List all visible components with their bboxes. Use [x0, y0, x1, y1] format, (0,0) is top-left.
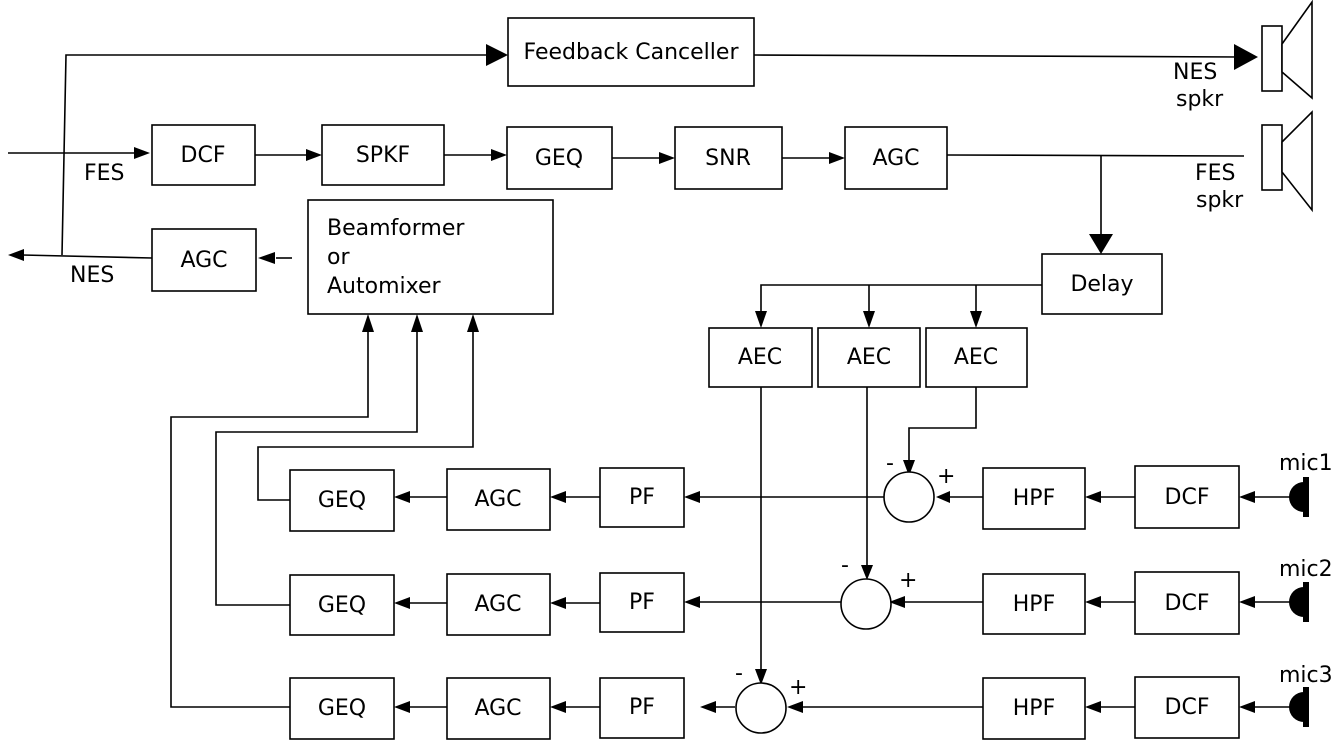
signal-wires: [8, 54, 1292, 708]
beamformer-label-line1: Beamformer: [327, 216, 465, 241]
far-end-geq-block: GEQ: [506, 126, 613, 190]
svg-text:Delay: Delay: [1070, 272, 1133, 297]
mic2-microphone-icon: [1289, 582, 1309, 622]
mic2-geq-label: GEQ: [318, 593, 366, 618]
beamformer-label-line2: or: [327, 245, 350, 270]
aec-block-1: AEC: [708, 327, 813, 388]
svg-text:AGC: AGC: [872, 146, 919, 171]
mic3-summer: [735, 682, 787, 734]
mic3-chain: GEQ AGC PF - + HPF DCF mic3: [289, 661, 1333, 740]
mic1-hpf-label: HPF: [1013, 486, 1055, 511]
fes-input-label: FES: [84, 161, 125, 186]
mic2-label: mic2: [1279, 557, 1333, 582]
far-end-agc-block: AGC: [844, 126, 948, 190]
mic1-label: mic1: [1279, 451, 1333, 476]
mic1-agc-label: AGC: [474, 487, 521, 512]
mic3-microphone-icon: [1289, 687, 1309, 727]
mic1-pf-label: PF: [629, 485, 655, 510]
mic3-hpf-label: HPF: [1013, 696, 1055, 721]
fes-speaker-label-line2: spkr: [1196, 188, 1244, 213]
aec-block-2: AEC: [817, 327, 921, 388]
svg-text:SPKF: SPKF: [356, 143, 410, 168]
nes-agc-block: AGC: [151, 228, 257, 292]
feedback-canceller-block: Feedback Canceller: [507, 17, 755, 87]
mic2-plus-sign: +: [899, 568, 917, 593]
mic3-agc-label: AGC: [474, 696, 521, 721]
mic1-geq-label: GEQ: [318, 488, 366, 513]
mic2-chain: GEQ AGC PF - + HPF DCF mic2: [289, 553, 1333, 636]
mic1-plus-sign: +: [937, 464, 955, 489]
beamformer-block: Beamformer or Automixer: [307, 199, 554, 315]
mic2-summer: [840, 578, 892, 630]
svg-text:AEC: AEC: [847, 345, 891, 370]
svg-text:AEC: AEC: [738, 345, 782, 370]
aec-block-3: AEC: [925, 327, 1028, 388]
far-end-dcf-block: DCF: [151, 124, 256, 186]
mic1-microphone-icon: [1289, 477, 1309, 517]
mic2-agc-label: AGC: [474, 592, 521, 617]
nes-speaker-label-line1: NES: [1173, 60, 1217, 85]
mic1-dcf-label: DCF: [1165, 485, 1210, 510]
fes-speaker-label-line1: FES: [1195, 161, 1236, 186]
mic2-pf-label: PF: [629, 590, 655, 615]
mic3-dcf-label: DCF: [1165, 695, 1210, 720]
mic3-geq-label: GEQ: [318, 696, 366, 721]
beamformer-label-line3: Automixer: [327, 274, 442, 299]
nes-speaker-label-line2: spkr: [1176, 87, 1224, 112]
mic2-minus-sign: -: [841, 553, 849, 578]
mic3-label: mic3: [1279, 663, 1333, 688]
arrowheads: [8, 44, 1258, 713]
nes-speaker-icon: [1261, 0, 1313, 100]
nes-output-label: NES: [70, 263, 114, 288]
mic3-plus-sign: +: [789, 675, 807, 700]
snr-block: SNR: [674, 126, 783, 190]
mic2-hpf-label: HPF: [1013, 592, 1055, 617]
svg-text:SNR: SNR: [705, 146, 751, 171]
mic1-chain: GEQ AGC PF - + HPF DCF mic1: [289, 451, 1333, 532]
svg-text:GEQ: GEQ: [535, 146, 583, 171]
mic1-summer: [883, 471, 935, 523]
spkf-block: SPKF: [321, 124, 445, 186]
mic1-minus-sign: -: [886, 451, 894, 476]
mic3-pf-label: PF: [629, 695, 655, 720]
svg-text:DCF: DCF: [181, 143, 226, 168]
mic2-dcf-label: DCF: [1165, 591, 1210, 616]
delay-block: Delay: [1041, 253, 1163, 315]
feedback-canceller-label: Feedback Canceller: [524, 40, 740, 65]
mic3-minus-sign: -: [735, 661, 743, 686]
svg-text:AEC: AEC: [954, 345, 998, 370]
svg-text:AGC: AGC: [180, 248, 227, 273]
fes-speaker-icon: [1261, 110, 1313, 213]
